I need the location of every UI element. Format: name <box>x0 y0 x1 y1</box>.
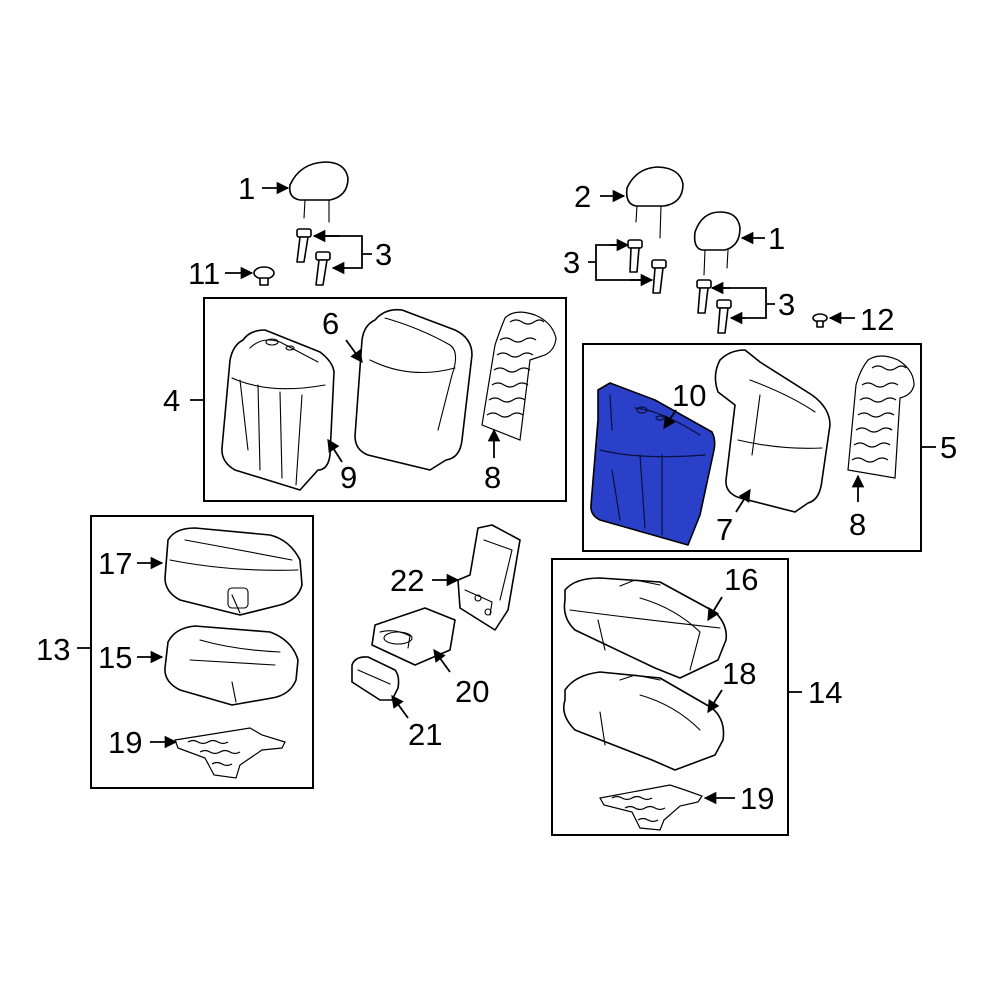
cushion-pad-18[interactable] <box>562 671 725 771</box>
cushion-heater-mat-19-right[interactable] <box>599 784 703 831</box>
callout-10: 10 <box>672 378 706 413</box>
headrest-guide-center-a[interactable] <box>627 239 643 273</box>
callout-1-left: 1 <box>238 171 255 206</box>
headrest-left[interactable] <box>288 161 349 223</box>
callout-4: 4 <box>163 383 180 418</box>
callout-5: 5 <box>940 430 957 465</box>
headrest-guide-left-a[interactable] <box>296 228 312 263</box>
cushion-pad-15[interactable] <box>164 625 299 706</box>
callout-1-right: 1 <box>768 221 785 256</box>
callout-11: 11 <box>188 256 220 291</box>
headrest-guide-right-b[interactable] <box>716 299 732 334</box>
seatback-pad-7[interactable] <box>714 349 831 513</box>
armrest-cover-21[interactable] <box>351 656 400 701</box>
headrest-guide-center-b[interactable] <box>651 259 667 294</box>
callout-7: 7 <box>716 512 733 547</box>
seat-heater-mat-8-left[interactable] <box>481 311 557 441</box>
callout-13: 13 <box>36 632 70 667</box>
leader-20 <box>433 648 451 673</box>
armrest-bracket-22[interactable] <box>457 524 521 631</box>
headrest-center[interactable] <box>625 166 684 239</box>
leader-6 <box>345 339 363 364</box>
leader-9 <box>327 438 343 463</box>
callout-15: 15 <box>98 640 132 675</box>
headrest-right[interactable] <box>693 211 741 276</box>
seat-heater-mat-8-right[interactable] <box>847 355 915 479</box>
clip-11[interactable] <box>253 266 275 286</box>
cushion-cover-16[interactable] <box>563 577 728 679</box>
leader-7 <box>735 488 751 513</box>
callout-18: 18 <box>722 656 756 691</box>
callout-22: 22 <box>390 563 424 598</box>
callout-12: 12 <box>860 302 894 337</box>
callout-2: 2 <box>574 179 591 214</box>
callout-3-center: 3 <box>563 245 580 280</box>
callout-8-right: 8 <box>849 507 866 542</box>
headrest-guide-right-a[interactable] <box>696 279 712 314</box>
callout-20: 20 <box>455 674 489 709</box>
cushion-heater-mat-19-left[interactable] <box>174 727 286 779</box>
leader-3c <box>712 287 775 305</box>
callout-14: 14 <box>808 675 842 710</box>
callout-19-left: 19 <box>108 725 142 760</box>
cushion-cover-17[interactable] <box>164 527 303 616</box>
callout-3-left: 3 <box>375 237 392 272</box>
clip-12[interactable] <box>812 313 828 328</box>
leader-21 <box>391 694 409 719</box>
armrest-20[interactable] <box>371 607 456 666</box>
leader-16 <box>707 596 723 622</box>
seatback-frame-10-highlighted[interactable] <box>590 382 716 546</box>
callout-3-right: 3 <box>778 287 795 322</box>
callout-8-left: 8 <box>484 460 501 495</box>
leader-3a-low <box>333 254 363 269</box>
group-box-13 <box>90 515 314 789</box>
callout-17: 17 <box>98 546 132 581</box>
callout-19-right: 19 <box>740 781 774 816</box>
leader-10 <box>663 409 677 430</box>
seatback-cover-9[interactable] <box>221 329 335 491</box>
group-box-14 <box>551 558 789 836</box>
callout-21: 21 <box>408 717 442 752</box>
leader-3c-low <box>731 304 767 319</box>
callout-9: 9 <box>340 460 357 495</box>
leader-3b <box>588 244 628 263</box>
leader-18 <box>707 689 723 714</box>
leader-3b-low <box>595 262 652 281</box>
headrest-guide-left-b[interactable] <box>315 251 331 286</box>
callout-16: 16 <box>724 562 758 597</box>
seatback-pad-6[interactable] <box>354 308 473 471</box>
callout-6: 6 <box>322 306 339 341</box>
